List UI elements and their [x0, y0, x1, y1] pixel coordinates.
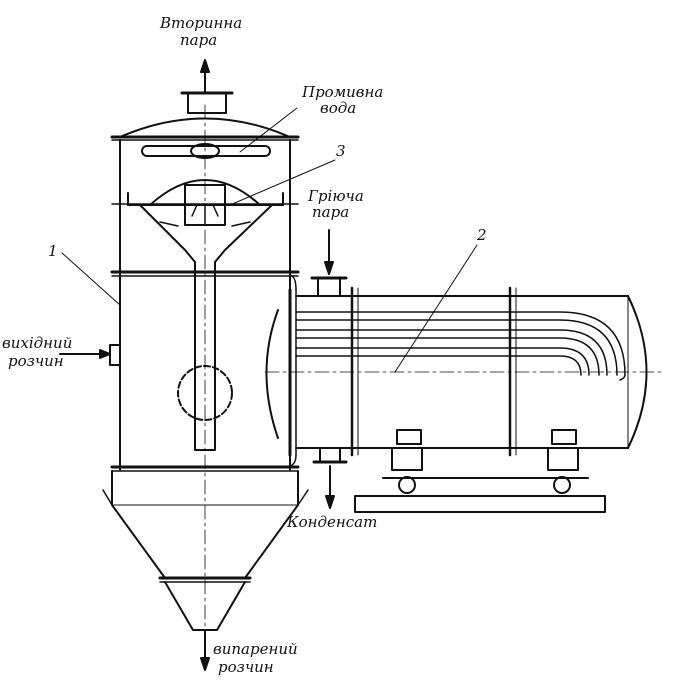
- inlet-nozzle: [109, 344, 121, 366]
- heater-left-head: [265, 309, 279, 439]
- separator-hood: [149, 179, 261, 206]
- condensate-nozzle: [319, 447, 341, 463]
- callout-3: 3: [336, 142, 346, 160]
- steam-inlet-nozzle: [317, 277, 341, 297]
- heater-right-head: [627, 295, 648, 449]
- label-initial-solution-1: вихідний: [2, 334, 73, 352]
- label-wash-water-2: вода: [320, 99, 357, 117]
- top-nozzle: [187, 92, 227, 114]
- label-evaporated-solution-1: випарений: [213, 640, 298, 658]
- separator-vessel: [59, 59, 309, 671]
- label-heating-steam-1: Гріюча: [308, 187, 364, 205]
- heater-trolley: [354, 429, 606, 513]
- label-secondary-vapor-2: пара: [180, 31, 218, 49]
- funnel-pipe: [139, 204, 273, 451]
- label-secondary-vapor-1: Вторинна: [160, 14, 243, 32]
- u-tube-bundle: [295, 311, 626, 381]
- callout-2: 2: [477, 226, 487, 244]
- circulation-pipe-section: [177, 365, 233, 421]
- label-heating-steam-2: пара: [312, 203, 350, 221]
- label-initial-solution-2: розчин: [8, 352, 64, 370]
- wash-water-pipe: [141, 145, 271, 157]
- label-condensate: Конденсат: [287, 513, 378, 531]
- heater: [264, 229, 666, 513]
- callout-1: 1: [48, 242, 58, 260]
- leader-lines: [61, 107, 478, 373]
- label-wash-water-1: Промивна: [302, 83, 384, 101]
- rail-base: [354, 495, 606, 513]
- label-evaporated-solution-2: розчин: [218, 658, 274, 676]
